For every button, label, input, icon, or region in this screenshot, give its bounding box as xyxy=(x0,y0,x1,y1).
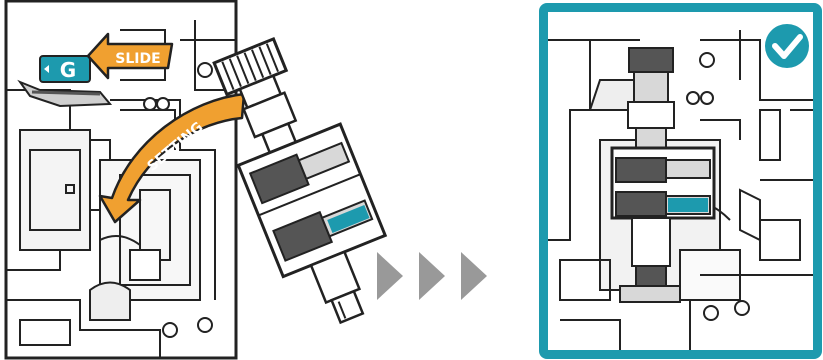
next-step-icon xyxy=(377,252,487,300)
chevron-right-icon xyxy=(377,252,403,300)
after-panel xyxy=(539,3,822,359)
tab-code-label: G xyxy=(60,58,76,82)
before-panel: G SLIDE SETTING xyxy=(6,1,244,358)
slide-label: SLIDE xyxy=(115,51,160,67)
teal-indicator-installed xyxy=(668,198,708,212)
chevron-right-icon xyxy=(419,252,445,300)
check-icon xyxy=(765,24,809,68)
chevron-right-icon xyxy=(461,252,487,300)
g-tab: G xyxy=(40,56,90,82)
